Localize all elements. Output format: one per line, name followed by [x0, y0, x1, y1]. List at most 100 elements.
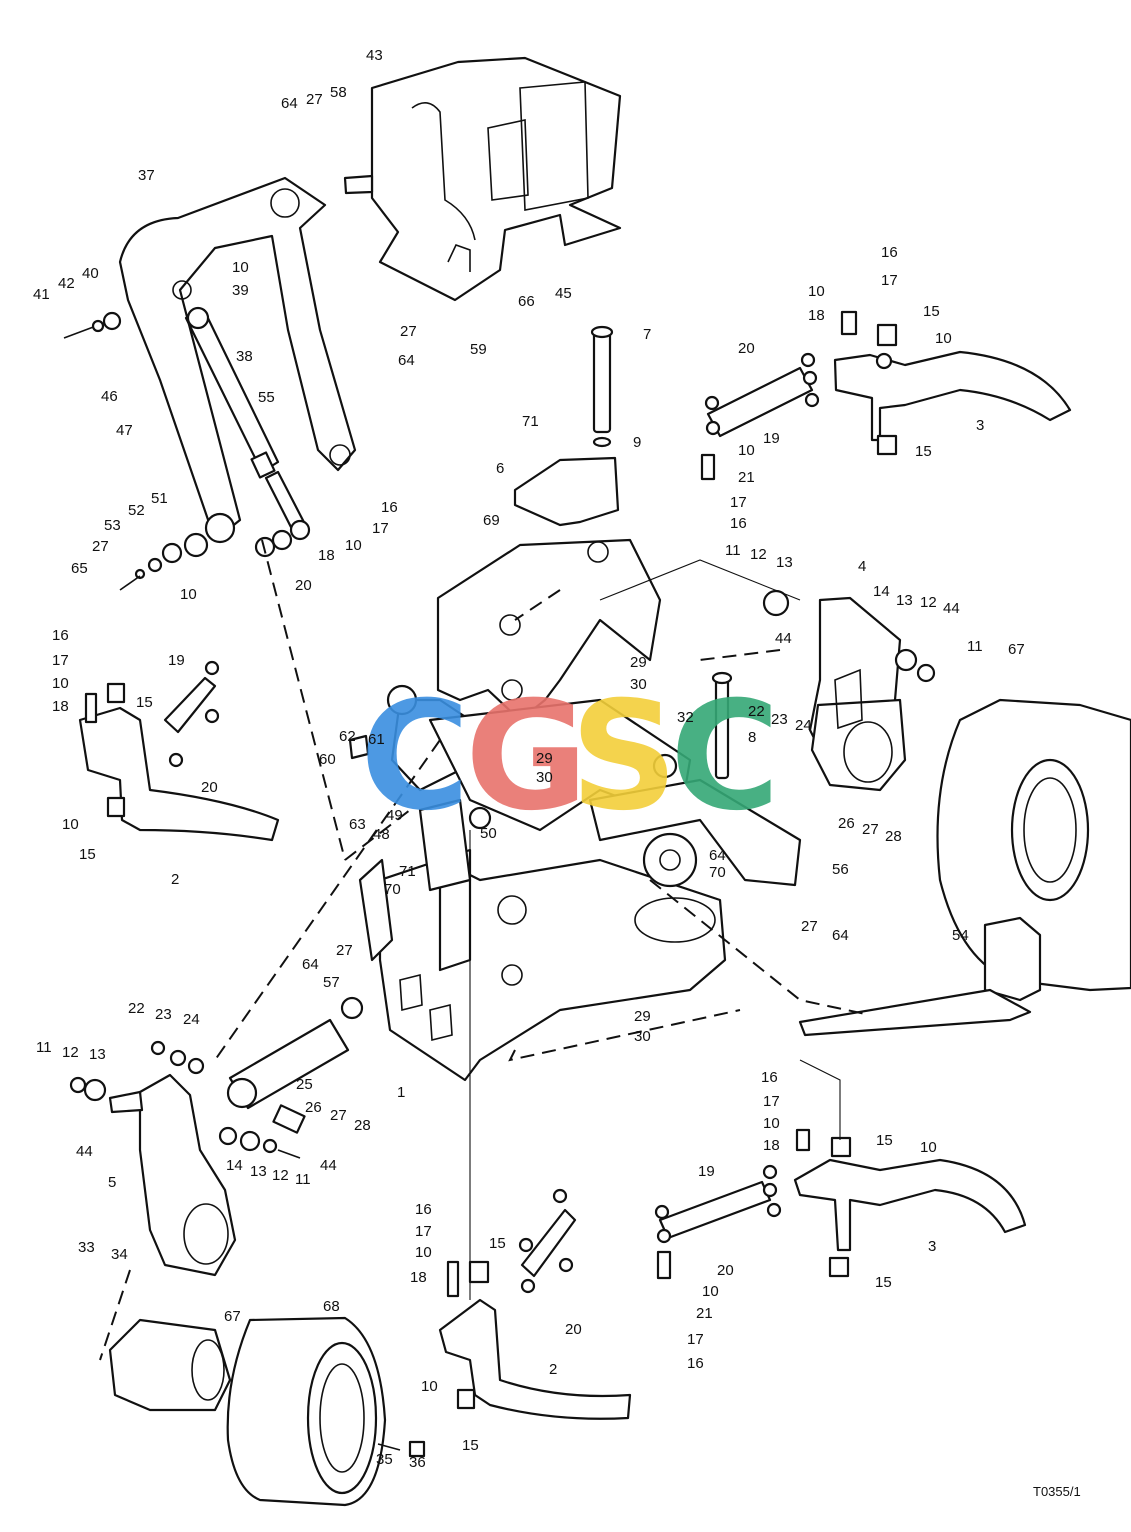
callout-label: 21: [696, 1305, 713, 1322]
callout-label: 24: [183, 1011, 200, 1028]
callout-label: 67: [224, 1308, 241, 1325]
fork-tine-part-2-lower: [438, 1188, 632, 1420]
callout-label: 11: [295, 1171, 311, 1188]
drive-hub-part-67: [108, 1318, 232, 1412]
callout-label: 17: [730, 494, 747, 511]
callout-label: 15: [489, 1235, 506, 1252]
callout-label: 43: [366, 47, 383, 64]
callout-label: 3: [976, 417, 984, 434]
bracket-part-6: [513, 456, 620, 527]
callout-label: 49: [386, 807, 403, 824]
sprocket-part-32: [642, 753, 698, 888]
callout-label: 14: [226, 1157, 243, 1174]
callout-label: 45: [555, 285, 572, 302]
callout-label: 15: [915, 443, 932, 460]
watermark-letter: C: [670, 670, 780, 844]
callout-label: 4: [858, 558, 866, 575]
callout-label: 63: [349, 816, 366, 833]
callout-label: 15: [462, 1437, 479, 1454]
callout-label: 20: [565, 1321, 582, 1338]
callout-label: 23: [155, 1006, 172, 1023]
callout-label: 44: [76, 1143, 93, 1160]
callout-label: 27: [92, 538, 109, 555]
callout-label: 10: [180, 586, 197, 603]
cgsc-watermark: C G S C: [360, 670, 780, 844]
callout-label: 12: [62, 1044, 79, 1061]
callout-label: 38: [236, 348, 253, 365]
callout-label: 20: [717, 1262, 734, 1279]
callout-label: 22: [128, 1000, 145, 1017]
callout-label: 19: [168, 652, 185, 669]
callout-label: 19: [763, 430, 780, 447]
link-part-19-upper: [700, 310, 858, 481]
callout-label: 11: [36, 1039, 52, 1056]
callout-label: 22: [748, 703, 765, 720]
bearing-stack-left: [119, 512, 311, 591]
callout-label: 16: [730, 515, 747, 532]
callout-label: 36: [409, 1454, 426, 1471]
callout-label: 17: [52, 652, 69, 669]
callout-label: 13: [896, 592, 913, 609]
main-chassis-part: [378, 538, 727, 1082]
callout-label: 71: [399, 863, 416, 880]
watermark-letter: S: [570, 670, 678, 844]
callout-label: 10: [345, 537, 362, 554]
callout-label: 27: [336, 942, 353, 959]
callout-label: 42: [58, 275, 75, 292]
callout-label: 61: [368, 731, 385, 748]
callout-label: 29: [634, 1008, 651, 1025]
callout-label: 10: [232, 259, 249, 276]
callout-label: 15: [923, 303, 940, 320]
callout-label: 11: [725, 542, 741, 559]
callout-label: 29: [630, 654, 647, 671]
callout-label: 47: [116, 422, 133, 439]
callout-label: 27: [862, 821, 879, 838]
tiller-plate-part-54: [798, 916, 1042, 1037]
cylinder-part-25: [150, 996, 364, 1134]
steering-arm-part-4: [762, 589, 936, 792]
callout-label: 37: [138, 167, 155, 184]
callout-label: 71: [522, 413, 539, 430]
link-part-19-lower: [654, 1164, 782, 1280]
callout-label: 40: [82, 265, 99, 282]
callout-label: 59: [470, 341, 487, 358]
callout-labels: 43 64 27 58 37 66 45 10 39 41 42 40 38 2…: [33, 47, 1081, 1499]
callout-label: 17: [372, 520, 389, 537]
callout-label: 10: [738, 442, 755, 459]
callout-label: 20: [295, 577, 312, 594]
watermark-letter: G: [465, 670, 588, 844]
callout-label: 64: [398, 352, 415, 369]
callout-label: 7: [643, 326, 651, 343]
callout-label: 14: [873, 583, 890, 600]
callout-label: 16: [761, 1069, 778, 1086]
callout-label: 10: [763, 1115, 780, 1132]
callout-label: 13: [250, 1163, 267, 1180]
callout-label: 55: [258, 389, 275, 406]
callout-label: 35: [376, 1451, 393, 1468]
callout-label: 44: [775, 630, 792, 647]
fork-tine-part-2-left: [78, 660, 280, 842]
callout-label: 30: [536, 769, 553, 786]
callout-label: 19: [698, 1163, 715, 1180]
callout-label: 52: [128, 502, 145, 519]
callout-label: 51: [151, 490, 168, 507]
callout-label: 39: [232, 282, 249, 299]
callout-label: 27: [400, 323, 417, 340]
callout-label: 10: [415, 1244, 432, 1261]
callout-label: 18: [763, 1137, 780, 1154]
callout-label: 29: [536, 750, 553, 767]
callout-label: 64: [709, 847, 726, 864]
callout-label: 64: [281, 95, 298, 112]
callout-label: 10: [421, 1378, 438, 1395]
callout-label: 57: [323, 974, 340, 991]
callout-label: 54: [952, 927, 969, 944]
callout-label: 32: [677, 709, 694, 726]
callout-label: 11: [967, 638, 983, 655]
fork-tine-part-3-upper: [833, 323, 1072, 456]
callout-label: 17: [415, 1223, 432, 1240]
callout-label: 6: [496, 460, 504, 477]
callout-label: 18: [52, 698, 69, 715]
callout-label: 5: [108, 1174, 116, 1191]
pin-part-7: [590, 325, 614, 448]
callout-label: 16: [381, 499, 398, 516]
